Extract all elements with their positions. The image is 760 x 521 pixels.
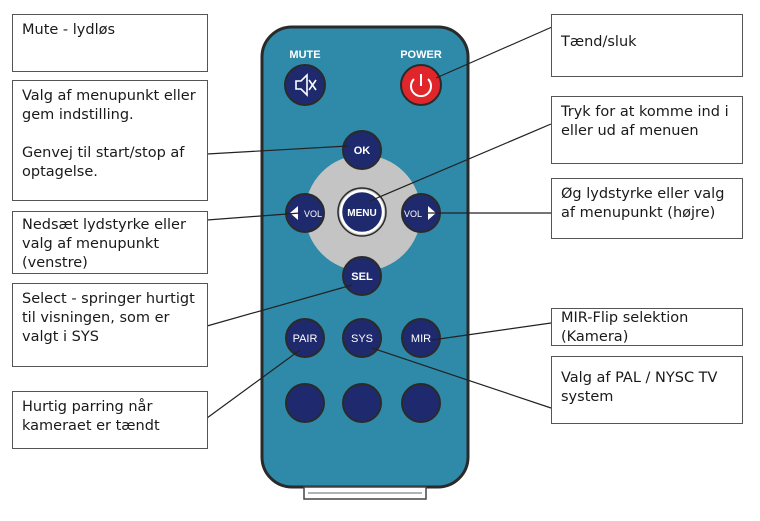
leader-ok	[206, 145, 349, 155]
vol-up-label: VOL	[404, 209, 422, 219]
power-icon	[410, 74, 432, 98]
ok-label: OK	[354, 145, 371, 157]
callout-pair: Hurtig parring når kameraet er tændt	[12, 391, 208, 449]
sys-button[interactable]: SYS	[342, 318, 382, 358]
leader-vol-down	[206, 212, 301, 221]
callout-sel: Select - springer hurtigt til visningen,…	[12, 283, 208, 367]
callout-vol-up-text: Øg lydstyrke eller valg af menupunkt (hø…	[561, 186, 725, 221]
mute-label: MUTE	[289, 49, 320, 61]
callout-sys-text: Valg af PAL / NYSC TV system	[561, 370, 718, 405]
callout-vol-down: Nedsæt lydstyrke eller valg af menupunkt…	[12, 211, 208, 274]
callout-sel-text: Select - springer hurtigt til visningen,…	[22, 291, 195, 345]
ok-button[interactable]: OK	[342, 130, 382, 170]
callout-ok: Valg af menupunkt eller gem indstilling.…	[12, 80, 208, 201]
sel-label: SEL	[351, 271, 373, 283]
callout-vol-down-text: Nedsæt lydstyrke eller valg af menupunkt…	[22, 217, 186, 271]
leader-sys	[371, 347, 552, 409]
callout-vol-up: Øg lydstyrke eller valg af menupunkt (hø…	[551, 178, 743, 239]
vol-down-button[interactable]: VOL	[285, 193, 325, 233]
callout-ok-text-2: Genvej til start/stop af optagelse.	[22, 145, 185, 180]
blank-button-1[interactable]	[285, 383, 325, 423]
callout-mir-text: MIR-Flip selektion (Kamera)	[561, 310, 689, 345]
blank-button-2[interactable]	[342, 383, 382, 423]
power-label: POWER	[400, 49, 442, 61]
vol-down-label: VOL	[304, 209, 322, 219]
callout-power: Tænd/sluk	[551, 14, 743, 77]
speaker-mute-icon	[295, 73, 317, 97]
power-button[interactable]	[400, 64, 442, 106]
mir-button[interactable]: MIR	[401, 318, 441, 358]
callout-mute: Mute - lydløs	[12, 14, 208, 72]
leader-sel	[206, 284, 353, 327]
menu-label: MENU	[347, 208, 376, 219]
callout-sys: Valg af PAL / NYSC TV system	[551, 356, 743, 424]
pair-button[interactable]: PAIR	[285, 318, 325, 358]
sys-label: SYS	[351, 333, 373, 345]
sel-button[interactable]: SEL	[342, 256, 382, 296]
callout-power-text: Tænd/sluk	[561, 34, 637, 50]
leader-mir	[431, 322, 552, 341]
leader-power	[435, 26, 553, 79]
leader-pair	[206, 349, 301, 419]
menu-button[interactable]: MENU	[337, 187, 387, 237]
callout-mute-text: Mute - lydløs	[22, 22, 116, 38]
callout-mir: MIR-Flip selektion (Kamera)	[551, 308, 743, 346]
mir-label: MIR	[411, 333, 431, 345]
mute-button[interactable]	[284, 64, 326, 106]
callout-menu: Tryk for at komme ind i eller ud af menu…	[551, 96, 743, 164]
callout-pair-text: Hurtig parring når kameraet er tændt	[22, 399, 160, 434]
pair-label: PAIR	[293, 333, 318, 345]
callout-ok-text-1: Valg af menupunkt eller gem indstilling.	[22, 88, 196, 123]
blank-button-3[interactable]	[401, 383, 441, 423]
leader-menu	[369, 123, 552, 202]
callout-menu-text: Tryk for at komme ind i eller ud af menu…	[561, 104, 729, 139]
